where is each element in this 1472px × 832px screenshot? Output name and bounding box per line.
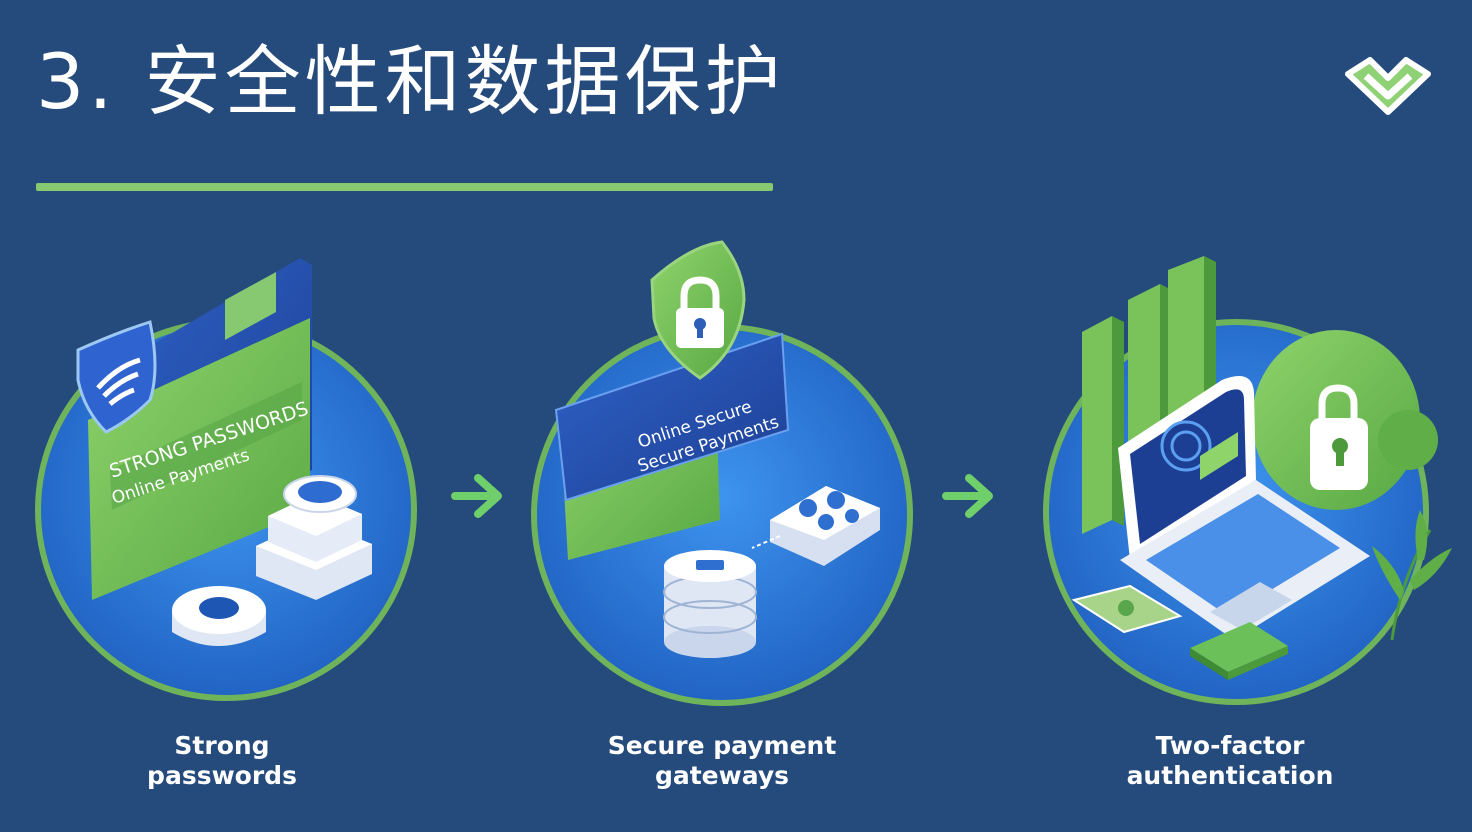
arrow-right-icon [451,474,502,518]
title-underline [36,183,773,191]
step-two-factor-authentication [1043,256,1452,705]
cash-icon [1071,584,1183,634]
step-1-caption: Strong passwords [72,731,372,791]
caption-line: Secure payment [607,731,837,760]
caption-line: authentication [1126,761,1334,790]
caption-line: Strong [174,731,270,760]
card-icon [1190,622,1288,680]
laptop-icon [1118,376,1370,640]
payment-qr-tile [770,486,880,566]
database-icon [663,550,757,658]
caption-line: Two-factor [1155,731,1305,760]
padlock-icon [1252,330,1438,510]
step-secure-payment-gateways: Online Secure Secure Payments [531,240,913,706]
step-3-caption: Two-factor authentication [1080,731,1380,791]
plant-icon [1372,510,1452,641]
page-title: 3. 安全性和数据保护 [36,37,785,126]
arrow-right-icon [942,474,993,518]
lock-shield-icon [650,240,746,380]
step-strong-passwords: STRONG PASSWORDS Online Payments [35,258,417,701]
wifi-shield-icon [76,320,157,434]
step-2-caption: Secure payment gateways [572,731,872,791]
fingerprint-puck [172,586,266,646]
caption-line: passwords [147,761,297,790]
chevron-down-icon[interactable] [1340,52,1436,118]
caption-line: gateways [654,761,790,790]
token-stack [256,475,372,600]
